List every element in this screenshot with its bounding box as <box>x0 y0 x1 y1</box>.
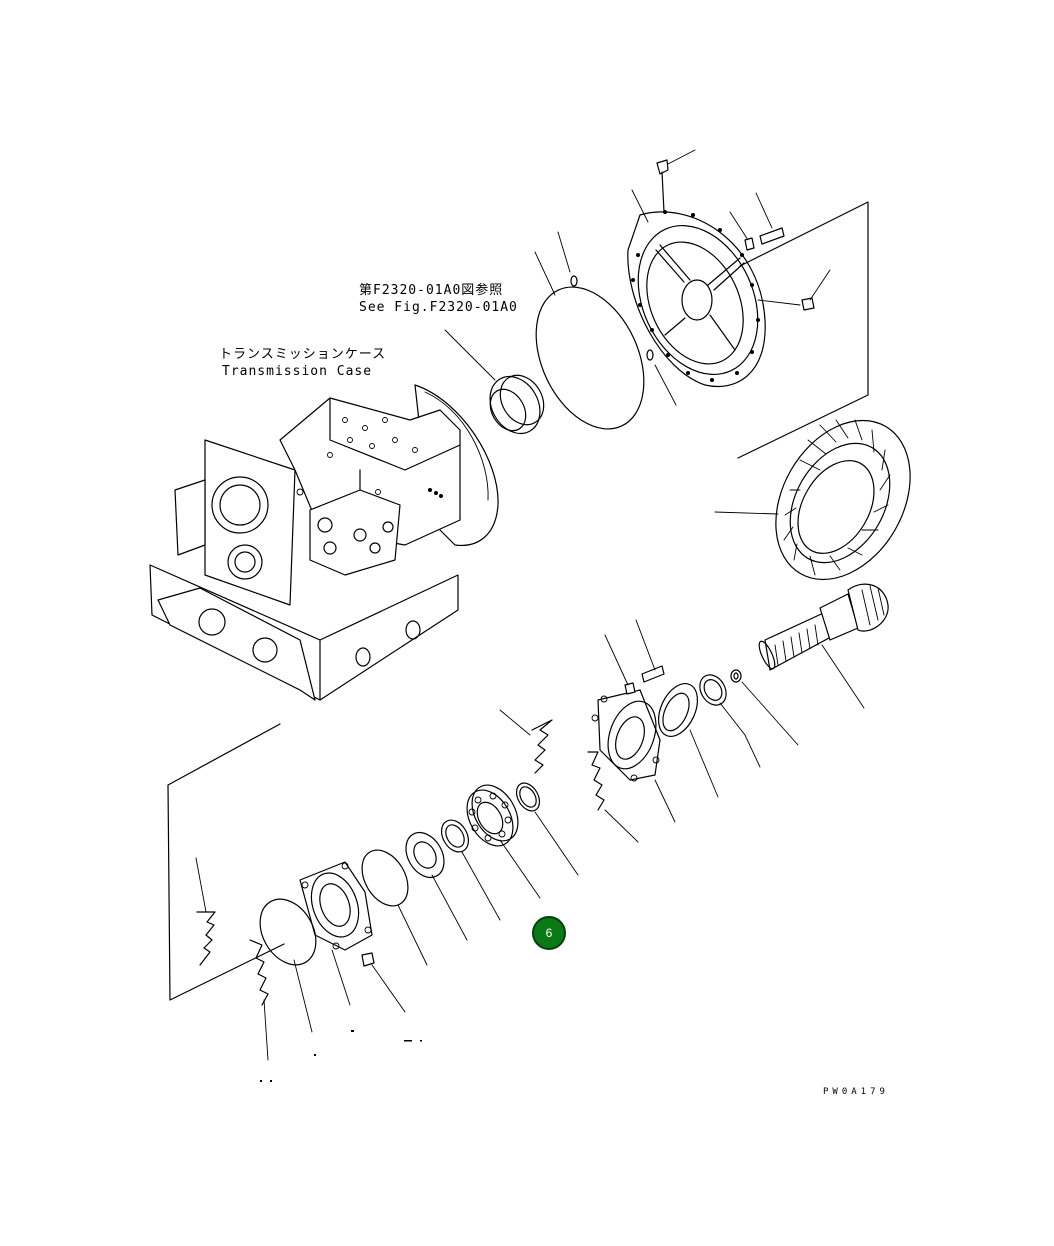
faint-label-marks <box>260 1030 422 1082</box>
bevel-pinion-shaft <box>758 583 889 709</box>
end-cover <box>259 898 317 1033</box>
reference-note-jp: 第F2320-01A0図参照 <box>359 283 504 298</box>
case-label-en: Transmission Case <box>222 364 373 379</box>
group-bracket-lower <box>167 723 285 1001</box>
lower-plug <box>361 952 406 1013</box>
group-bracket-upper <box>737 201 869 459</box>
oil-seal-reference <box>444 329 545 435</box>
cover-bolts <box>744 192 831 311</box>
bearing-retainer <box>591 689 676 823</box>
breather-plug <box>656 149 696 213</box>
bearing-cup <box>657 683 719 798</box>
transmission-case <box>149 384 499 701</box>
rear-housing-cover <box>627 189 766 388</box>
o-ring-large <box>534 231 677 430</box>
lower-cage <box>299 861 373 1006</box>
reference-note-en: See Fig.F2320-01A0 <box>359 300 518 315</box>
callout-marker-6[interactable]: 6 <box>532 916 566 950</box>
case-label-jp: トランスミッションケース <box>219 347 387 362</box>
retainer-bolts <box>604 619 665 695</box>
shim-pack-lower <box>195 857 269 1061</box>
snap-ring-lower <box>440 819 501 921</box>
snap-ring <box>699 674 761 768</box>
snap-ring-small <box>515 782 579 876</box>
callout-number: 6 <box>545 926 553 940</box>
shim-pack-upper <box>499 709 639 843</box>
shaft-nut <box>730 669 799 746</box>
figure-code: PW0A179 <box>823 1087 889 1097</box>
bearing-lower <box>405 831 468 941</box>
seal-disc <box>361 849 428 966</box>
bevel-ring-gear <box>714 419 911 581</box>
roller-bearing <box>466 784 541 899</box>
